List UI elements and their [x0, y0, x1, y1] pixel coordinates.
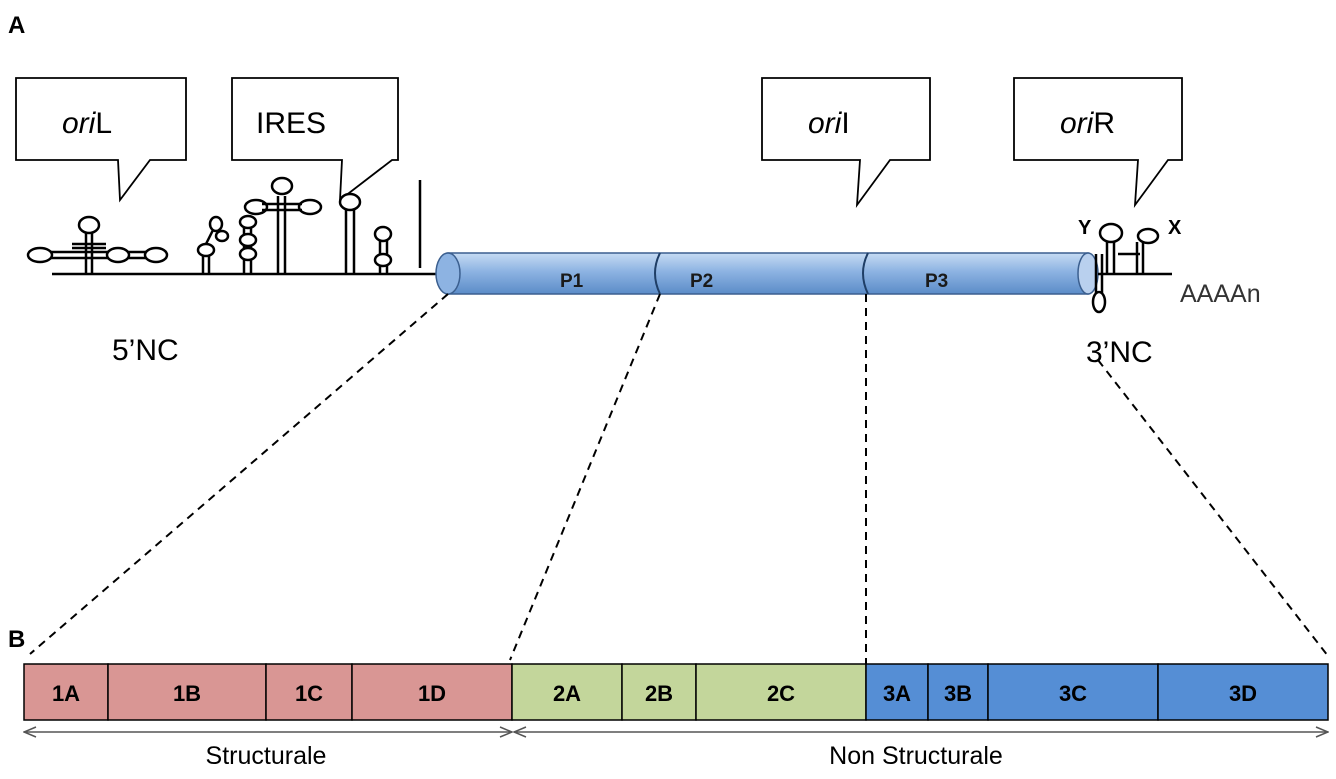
callout-orii-text: I [841, 107, 849, 140]
segment-label-3c: 3C [1059, 681, 1087, 706]
svg-text:oriR: oriR [1060, 107, 1115, 140]
five-nc-label: 5’NC [112, 334, 179, 367]
callout-orir: oriR [1013, 77, 1183, 209]
segment-3a [865, 663, 929, 721]
segment-label-3d: 3D [1229, 681, 1257, 706]
segment-label-1d: 1D [418, 681, 446, 706]
polyprotein-segments-bar: 1A 1B 1C 1D 2A 2B 2C 3A 3B 3C 3D [23, 663, 1329, 721]
panel-label-a: A [8, 12, 25, 39]
callout-orii: oriI [761, 77, 931, 209]
span-arrows: Structurale Non Structurale [24, 732, 1328, 770]
svg-text:IRES: IRES [256, 107, 326, 140]
callout-orir-italic: ori [1060, 107, 1095, 140]
structural-span-label: Structurale [206, 742, 327, 770]
segment-2a [511, 663, 623, 721]
segment-label-2a: 2A [553, 681, 581, 706]
segment-label-2c: 2C [767, 681, 795, 706]
three-nc-x-loop-label: X [1168, 217, 1182, 239]
segment-label-3a: 3A [883, 681, 911, 706]
callout-oril: oriL [15, 77, 187, 203]
region-label-p3: P3 [925, 271, 948, 292]
ires-stem-loops [196, 176, 393, 274]
region-label-p1: P1 [560, 271, 584, 292]
poly-a-tail-label: AAAAn [1180, 280, 1261, 308]
three-nc-y-loop-label: Y [1078, 217, 1092, 239]
callout-oril-italic: ori [62, 107, 97, 140]
segment-3b [927, 663, 989, 721]
segment-1b [107, 663, 267, 721]
segment-2c [695, 663, 867, 721]
segment-label-2b: 2B [645, 681, 673, 706]
projection-lines [29, 293, 1329, 664]
region-label-p2: P2 [690, 271, 713, 292]
callout-ires: IRES [231, 77, 399, 202]
segment-2b [621, 663, 697, 721]
callout-ires-text: IRES [256, 107, 326, 140]
callout-oril-text: L [95, 107, 112, 140]
polyprotein-tube: P1 P2 P3 [435, 252, 1099, 295]
segment-3d [1157, 663, 1329, 721]
three-nc-label: 3’NC [1086, 336, 1153, 369]
segment-1c [265, 663, 353, 721]
segment-label-1a: 1A [52, 681, 80, 706]
segment-label-1c: 1C [295, 681, 323, 706]
segment-label-3b: 3B [944, 681, 972, 706]
oril-cloverleaf-structure [26, 215, 169, 274]
segment-label-1b: 1B [173, 681, 201, 706]
segment-1a [23, 663, 109, 721]
svg-text:oriI: oriI [808, 107, 850, 140]
non-structural-span-label: Non Structurale [829, 742, 1003, 770]
panel-label-b: B [8, 626, 25, 653]
three-nc-structure [1091, 222, 1172, 314]
segment-3c [987, 663, 1159, 721]
callout-orii-italic: ori [808, 107, 843, 140]
callout-orir-text: R [1093, 107, 1115, 140]
svg-text:oriL: oriL [62, 107, 112, 140]
